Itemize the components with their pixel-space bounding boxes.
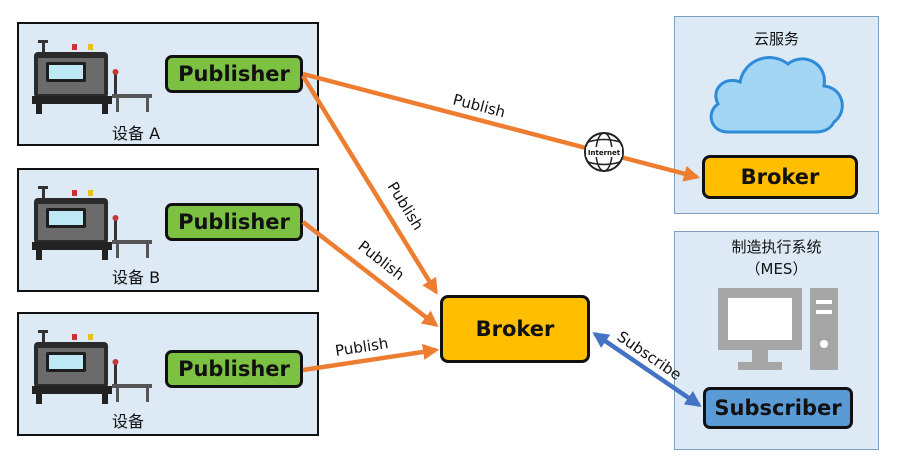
arrow-subscribe bbox=[592, 332, 702, 407]
computer-icon bbox=[718, 288, 838, 370]
machine-icon-a bbox=[32, 40, 152, 114]
publisher-box-b: Publisher bbox=[165, 203, 303, 241]
central-broker-box: Broker bbox=[440, 295, 590, 363]
cloud-broker-box: Broker bbox=[702, 155, 858, 199]
arrow-publish-c bbox=[302, 343, 440, 373]
arrow-publish-a bbox=[301, 74, 438, 295]
device-label-c: 设备 bbox=[112, 412, 145, 431]
device-label-a: 设备 A bbox=[112, 124, 161, 143]
internet-label: Internet bbox=[588, 149, 621, 157]
internet-globe-icon: Internet bbox=[584, 132, 624, 172]
machine-icon-b bbox=[32, 186, 152, 260]
subscriber-box: Subscriber bbox=[703, 387, 853, 429]
publisher-box-a: Publisher bbox=[165, 55, 303, 93]
arrow-publish-b bbox=[301, 220, 439, 327]
cloud-service-title: 云服务 bbox=[753, 30, 799, 48]
label-publish-a: Publish bbox=[384, 179, 428, 234]
cloud-icon bbox=[709, 56, 844, 134]
machine-icon-c bbox=[32, 330, 152, 404]
device-label-b: 设备 B bbox=[112, 268, 161, 287]
publisher-box-c: Publisher bbox=[165, 350, 303, 388]
arrow-publish-cloud bbox=[302, 71, 701, 182]
mes-title-line2: （MES） bbox=[745, 260, 808, 278]
label-publish-b: Publish bbox=[355, 237, 408, 284]
mes-title-line1: 制造执行系统 bbox=[731, 238, 822, 256]
